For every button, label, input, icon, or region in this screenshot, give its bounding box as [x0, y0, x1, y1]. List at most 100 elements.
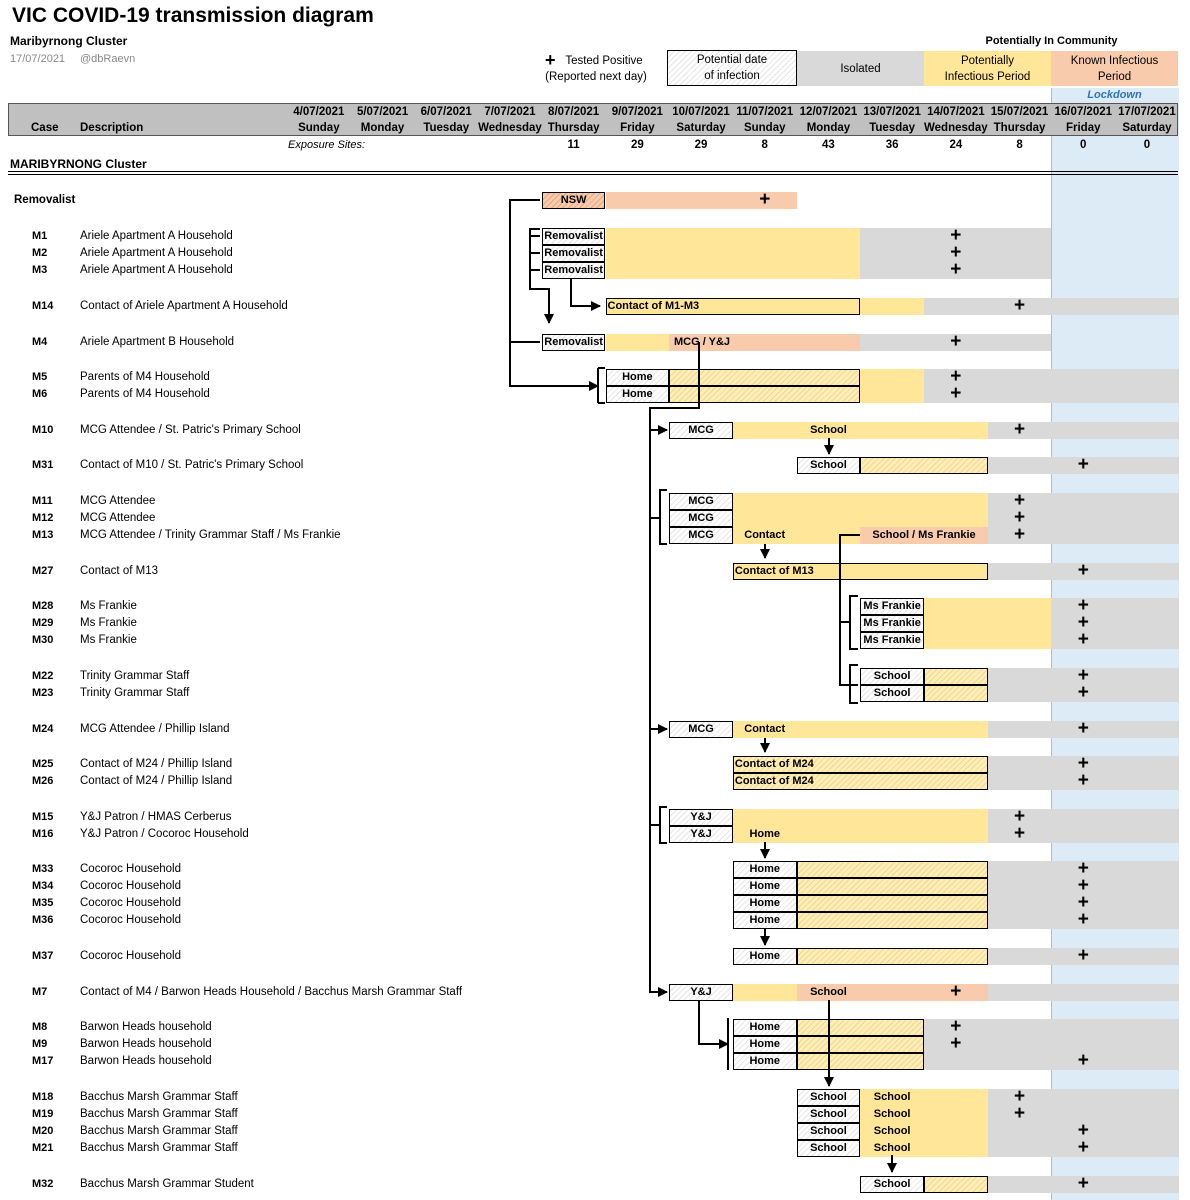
bar-label: MCG / Y&J [674, 336, 731, 348]
potential-infection-box [732, 773, 988, 790]
potentially-infectious-segment [860, 1106, 988, 1123]
potentially-infectious-segment [605, 334, 670, 351]
day-date-header: 13/07/2021 [863, 106, 921, 118]
potential-infection-box [669, 369, 861, 386]
isolated-segment [987, 756, 1179, 773]
potential-infection-box [796, 457, 861, 474]
day-name-header: Thursday [547, 122, 600, 134]
potential-infection-box [732, 756, 988, 773]
connector-m4-parents [509, 341, 599, 391]
contact-infection-box [605, 298, 861, 315]
tested-positive-marker: + [1077, 875, 1089, 896]
day-name-header: Friday [1065, 122, 1101, 134]
case-id: M36 [32, 914, 54, 926]
isolated-segment [924, 369, 1179, 386]
case-description: Ms Frankie [80, 634, 137, 646]
potential-infection-box [541, 334, 606, 351]
exposure-sites-label: Exposure Sites: [288, 139, 366, 151]
case-id: M23 [32, 687, 54, 699]
isolated-segment [1051, 598, 1179, 615]
case-id: M34 [32, 880, 54, 892]
bar-label: Home [749, 1038, 781, 1050]
day-name-header: Monday [806, 122, 851, 134]
connector-school-group [849, 664, 858, 704]
day-name-header: Sunday [298, 122, 340, 134]
potentially-infectious-segment [605, 262, 861, 279]
connector-removalist-m1m3 [529, 228, 554, 324]
potential-infection-box [732, 1036, 797, 1053]
connector-frankie-group [840, 595, 858, 650]
potential-infection-box [605, 386, 670, 403]
tested-positive-marker: + [950, 331, 962, 352]
case-id: M26 [32, 775, 54, 787]
case-description: Barwon Heads household [80, 1055, 212, 1067]
bar-label: Home [749, 950, 781, 962]
case-description: Y&J Patron / Cocoroc Household [80, 828, 249, 840]
potential-infection-box [860, 598, 924, 615]
known-infectious-segment [860, 527, 988, 544]
potentially-infectious-segment [732, 493, 988, 510]
tested-positive-marker: + [1013, 806, 1026, 827]
case-id: M22 [32, 670, 54, 682]
isolated-segment [987, 878, 1179, 895]
potential-infection-box [669, 721, 733, 738]
tested-positive-marker: + [950, 1016, 962, 1037]
bar-label: School [810, 1125, 847, 1137]
bar-label: Removalist [544, 230, 603, 242]
case-description: Ariele Apartment B Household [80, 336, 235, 348]
connector-barwon [698, 1000, 729, 1049]
legend-potential-line2: of infection [704, 70, 760, 82]
potential-infection-box [669, 527, 733, 544]
case-description: Parents of M4 Household [80, 371, 210, 383]
case-description: MCG Attendee [80, 512, 156, 524]
legend-potential-line1: Potential date [696, 54, 768, 66]
legend-isolated: Isolated [797, 51, 924, 86]
bar-label: Ms Frankie [863, 634, 921, 646]
potentially-infectious-segment [860, 1089, 988, 1106]
potential-infection-box [669, 809, 733, 826]
case-description: Ms Frankie [80, 617, 137, 629]
case-id: M29 [32, 617, 54, 629]
bar-label: MCG [688, 723, 714, 735]
case-description: Cocoroc Household [80, 897, 182, 909]
isolated-segment [987, 912, 1179, 929]
case-description: Ariele Apartment A Household [80, 264, 233, 276]
case-id: M28 [32, 600, 54, 612]
exposure-count: 24 [949, 139, 963, 151]
case-id: M21 [32, 1142, 54, 1154]
case-description: Contact of Ariele Apartment A Household [80, 300, 288, 312]
isolated-segment [987, 493, 1179, 510]
connector-m14 [570, 279, 601, 311]
case-id: M14 [32, 300, 54, 312]
potential-infection-box [732, 895, 797, 912]
day-date-header: 8/07/2021 [548, 106, 600, 118]
day-date-header: 14/07/2021 [927, 106, 985, 118]
bar-label: School [810, 986, 847, 998]
exposure-count: 36 [885, 139, 899, 151]
case-description: Contact of M13 [80, 565, 158, 577]
isolated-segment [987, 721, 1179, 738]
bar-label: NSW [560, 194, 587, 206]
case-id: M15 [32, 811, 54, 823]
day-date-header: 7/07/2021 [484, 106, 536, 118]
isolated-segment [924, 1036, 1179, 1053]
tested-positive-marker: + [1077, 612, 1089, 633]
potentially-infectious-segment [732, 984, 797, 1001]
bar-label: Home [749, 880, 781, 892]
potential-infection-box [924, 1176, 988, 1193]
bar-label: Contact of M1-M3 [607, 300, 700, 312]
potentially-infectious-segment [732, 422, 988, 439]
bar-label: MCG [688, 529, 714, 541]
potential-infection-box [732, 1019, 797, 1036]
isolated-segment [987, 1176, 1179, 1193]
potential-infection-box [796, 948, 988, 965]
contact-infection-box [732, 563, 988, 580]
description-column-header: Description [80, 122, 144, 134]
bar-label: Home [749, 897, 781, 909]
known-infectious-segment [669, 334, 861, 351]
bar-label: Home [622, 388, 653, 400]
case-id: M3 [32, 264, 48, 276]
day-date-header: 5/07/2021 [356, 106, 409, 118]
case-id: M6 [32, 388, 48, 400]
potential-infection-box [796, 1140, 861, 1157]
